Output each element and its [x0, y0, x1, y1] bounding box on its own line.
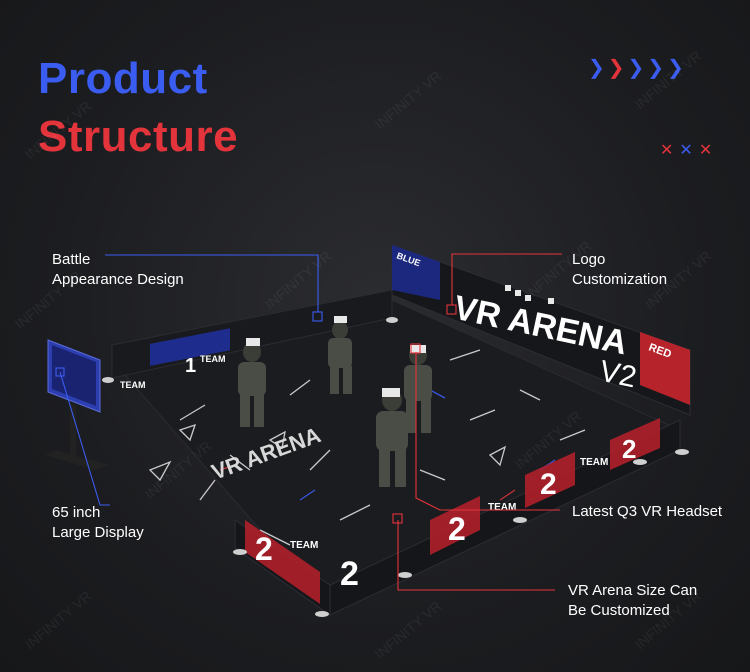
callout-arena-size: VR Arena Size Can Be Customized	[568, 581, 697, 621]
svg-text:INFINITY VR: INFINITY VR	[632, 48, 705, 113]
team-banner-blue-1: 1 TEAM TEAM	[120, 328, 230, 390]
callout-text: Latest Q3 VR Headset	[572, 503, 723, 520]
cross-icon: ✕	[679, 142, 693, 159]
floor-pattern	[148, 349, 586, 546]
svg-text:TEAM: TEAM	[200, 354, 226, 364]
chevron-icon: ❯	[647, 57, 665, 79]
cross-icon: ✕	[698, 142, 713, 159]
svg-text:1: 1	[185, 355, 196, 377]
callout-battle-appearance: Battle Appearance Design	[52, 250, 184, 290]
decorative-crosses: ✕ ✕ ✕	[660, 143, 712, 159]
callout-line-size	[397, 520, 555, 591]
callout-lines	[55, 253, 562, 591]
wall-version-text: V2	[597, 355, 640, 395]
callout-text: VR Arena Size Can	[568, 582, 698, 599]
cross-icon: ✕	[660, 142, 674, 159]
svg-text:2: 2	[255, 531, 273, 567]
team-banners-red: 2 2 2 2 2 TEAM TEAM TEAM	[245, 418, 660, 604]
callout-vr-headset: Latest Q3 VR Headset	[572, 502, 722, 522]
callout-text: Customization	[572, 271, 668, 288]
svg-text:2: 2	[340, 555, 359, 593]
svg-text:INFINITY VR: INFINITY VR	[372, 598, 445, 663]
svg-text:2: 2	[622, 434, 636, 464]
callout-large-display: 65 inch Large Display	[52, 503, 144, 543]
display-stand	[45, 339, 110, 470]
svg-text:INFINITY VR: INFINITY VR	[142, 438, 215, 503]
svg-text:TEAM: TEAM	[580, 457, 608, 468]
svg-text:2: 2	[540, 468, 557, 501]
svg-text:INFINITY VR: INFINITY VR	[22, 588, 95, 653]
chevron-icon: ❯	[588, 57, 605, 79]
title-line-structure: Structure	[38, 112, 239, 161]
callout-line-display	[59, 371, 110, 506]
callout-text: Appearance Design	[52, 271, 184, 288]
svg-text:TEAM: TEAM	[290, 540, 318, 551]
svg-text:INFINITY VR: INFINITY VR	[262, 248, 335, 313]
callout-text: Battle	[52, 251, 91, 268]
svg-text:TEAM: TEAM	[488, 502, 516, 513]
players	[238, 316, 432, 487]
callout-text: Large Display	[52, 524, 144, 541]
chevron-icon: ❯	[667, 57, 684, 79]
callout-line-headset	[415, 352, 560, 511]
svg-text:2: 2	[448, 511, 466, 547]
chevron-icon: ❯	[627, 57, 645, 79]
title-line-product: Product	[38, 54, 208, 103]
callout-text: Logo	[572, 251, 606, 268]
callout-logo-customization: Logo Customization	[572, 250, 667, 290]
svg-text:INFINITY VR: INFINITY VR	[22, 98, 95, 163]
callout-line-logo	[451, 253, 562, 305]
decorative-chevrons: ❯ ❯ ❯ ❯ ❯	[588, 58, 684, 78]
callout-line-battle	[105, 254, 319, 312]
wall-feet	[102, 317, 689, 617]
svg-text:INFINITY VR: INFINITY VR	[372, 68, 445, 133]
callout-text: Be Customized	[568, 602, 670, 619]
chevron-icon: ❯	[607, 57, 625, 79]
callout-text: 65 inch	[52, 504, 101, 521]
svg-text:TEAM: TEAM	[120, 380, 146, 390]
